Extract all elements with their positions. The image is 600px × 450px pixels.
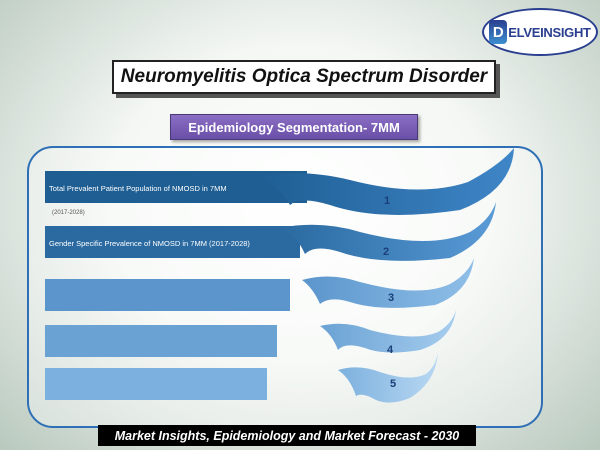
segment-number-5: 5 xyxy=(390,378,397,390)
segment-number-2: 2 xyxy=(383,246,390,258)
segmentation-label: Epidemiology Segmentation- 7MM xyxy=(188,119,400,135)
segment-bar-5 xyxy=(45,368,267,400)
segment-number-4: 4 xyxy=(387,344,394,356)
funnel-layer-3 xyxy=(302,258,474,308)
delveinsight-logo: D ELVEINSIGHT xyxy=(482,8,598,56)
segment-bar-1-note: (2017-2028) xyxy=(52,210,85,216)
funnel-layer-1 xyxy=(258,148,514,215)
logo-text: ELVEINSIGHT xyxy=(508,24,591,40)
segment-bar-3 xyxy=(45,279,290,311)
segment-bar-2: Gender Specific Prevalence of NMOSD in 7… xyxy=(45,226,300,258)
funnel-layer-2 xyxy=(280,202,496,261)
funnel-layer-4 xyxy=(320,310,456,353)
segmentation-banner: Epidemiology Segmentation- 7MM xyxy=(170,114,418,140)
title-box: Neuromyelitis Optica Spectrum Disorder xyxy=(112,60,496,94)
logo-mark: D xyxy=(489,20,508,44)
footer-text: Market Insights, Epidemiology and Market… xyxy=(114,428,460,443)
segment-bar-2-label: Gender Specific Prevalence of NMOSD in 7… xyxy=(49,238,250,248)
segment-bar-4 xyxy=(45,325,277,357)
footer-banner: Market Insights, Epidemiology and Market… xyxy=(98,425,476,446)
segment-bar-1-label: Total Prevalent Patient Population of NM… xyxy=(49,183,227,193)
page-title: Neuromyelitis Optica Spectrum Disorder xyxy=(120,66,488,87)
funnel-layer-5 xyxy=(338,352,438,403)
segment-number-3: 3 xyxy=(388,292,395,304)
segment-number-1: 1 xyxy=(384,195,391,207)
